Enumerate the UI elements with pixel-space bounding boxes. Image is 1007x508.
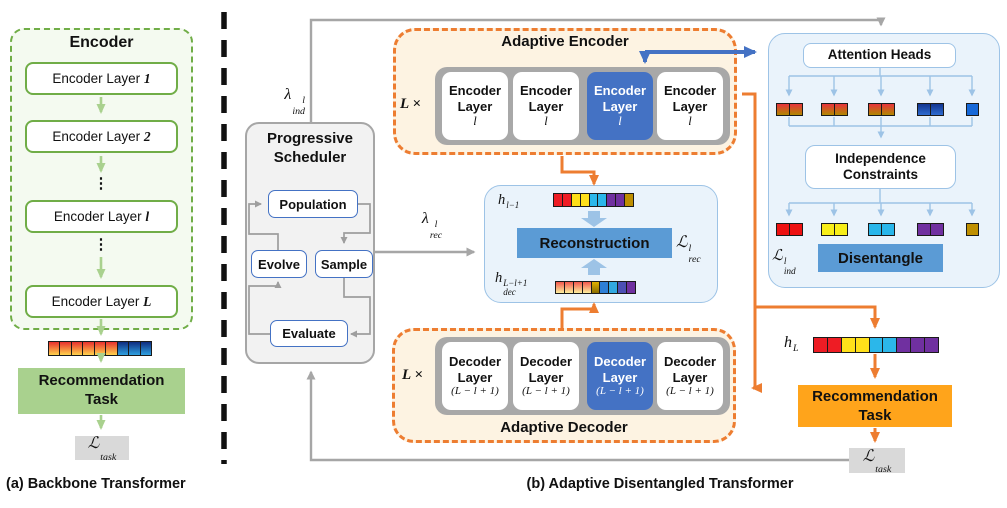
attention-head-bar-4 — [917, 103, 944, 116]
encoder-layer-1: Encoder Layer 1 — [25, 62, 178, 95]
independence-constraints-box: Independence Constraints — [805, 145, 956, 189]
decoder-multiplier-label: L × — [402, 367, 423, 383]
encoder-layer-l: Encoder Layer l — [25, 200, 178, 233]
adaptive-decoder-title: Adaptive Decoder — [500, 419, 628, 436]
caption-b: (b) Adaptive Disentangled Transformer — [526, 476, 794, 492]
attention-head-bar-5 — [966, 103, 979, 116]
scheduler-population-node: Population — [268, 190, 358, 218]
adaptive-encoder-title: Adaptive Encoder — [501, 33, 629, 50]
vertical-ellipsis: ⋮ — [93, 236, 109, 253]
attention-heads-box: Attention Heads — [803, 43, 956, 68]
scheduler-evaluate-node: Evaluate — [270, 320, 348, 347]
backbone-encoder-title: Encoder — [69, 34, 134, 51]
factor-bar-5 — [966, 223, 979, 236]
vertical-ellipsis: ⋮ — [93, 175, 109, 192]
factor-bar-3 — [868, 223, 895, 236]
attention-head-bar-2 — [821, 103, 848, 116]
backbone-output-embedding-bar — [48, 341, 152, 356]
scheduler-sample-node: Sample — [315, 250, 373, 278]
encoder-multiplier-label: L × — [400, 96, 421, 112]
h-L-embedding-bar — [813, 337, 939, 353]
factor-bar-2 — [821, 223, 848, 236]
progressive-scheduler-title: Progressive Scheduler — [267, 130, 353, 166]
encoder-layer-2: Encoder Layer 2 — [25, 120, 178, 153]
backbone-recommendation-task-box: Recommendation Task — [18, 368, 185, 414]
reconstruction-box: Reconstruction — [517, 228, 672, 258]
attention-head-bar-1 — [776, 103, 803, 116]
attention-head-bar-3 — [868, 103, 895, 116]
adaptive-recommendation-task-box: Recommendation Task — [798, 385, 952, 427]
factor-bar-4 — [917, 223, 944, 236]
h-l-minus-1-embedding-bar — [553, 193, 634, 207]
caption-a: (a) Backbone Transformer — [6, 476, 186, 492]
encoder-layer-L: Encoder Layer L — [25, 285, 178, 318]
scheduler-evolve-node: Evolve — [251, 250, 307, 278]
factor-bar-1 — [776, 223, 803, 236]
disentangle-box: Disentangle — [818, 244, 943, 272]
h-dec-embedding-bar — [555, 281, 636, 294]
